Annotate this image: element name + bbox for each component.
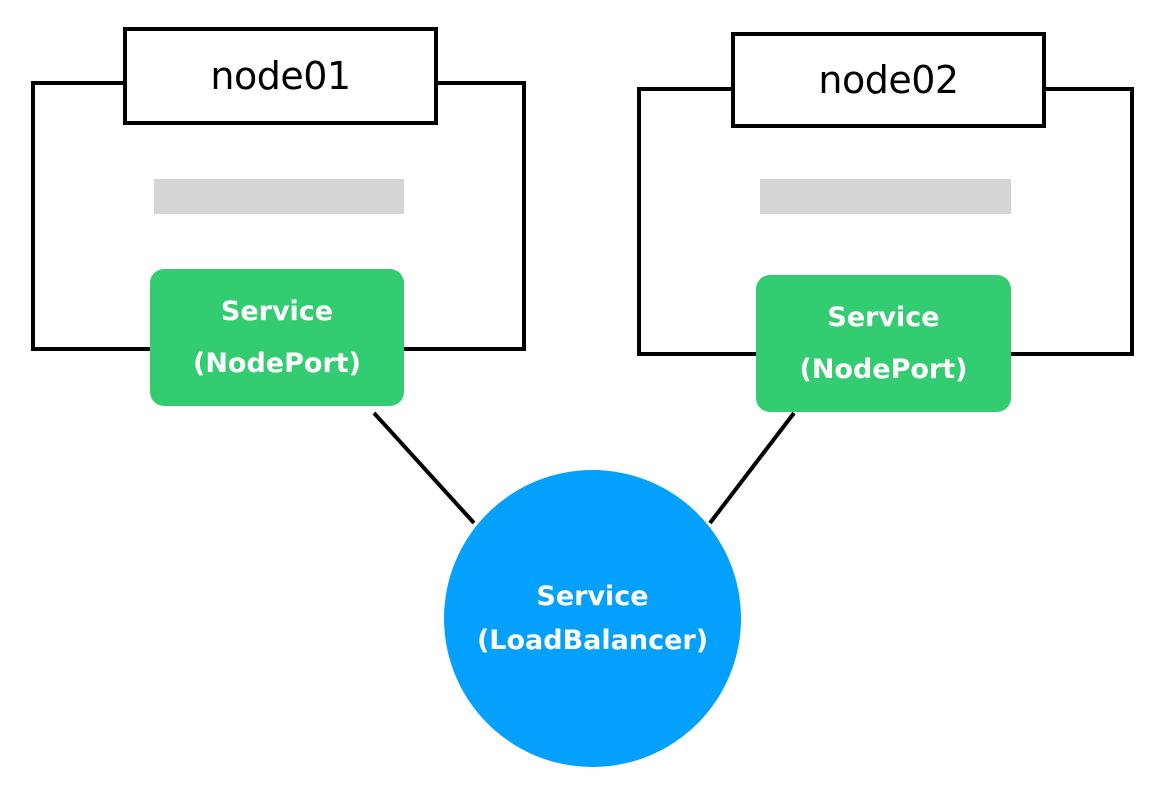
node02-service-title: Service (827, 301, 940, 333)
node01-nodeport-service: Service (NodePort) (150, 269, 404, 406)
node01-service-title: Service (220, 295, 334, 327)
loadbalancer-service-type: (LoadBalancer) (476, 624, 709, 656)
node01-label: node01 (123, 27, 438, 125)
node01-placeholder-bar (154, 179, 404, 214)
node02-service-type: (NodePort) (799, 353, 968, 385)
node02-nodeport-service: Service (NodePort) (756, 275, 1011, 412)
connector-node01-to-loadbalancer (372, 411, 476, 525)
loadbalancer-service-title: Service (536, 580, 649, 612)
node02-label: node02 (731, 32, 1046, 128)
node01-service-type: (NodePort) (192, 347, 362, 379)
node02-placeholder-bar (760, 179, 1011, 214)
loadbalancer-service: Service (LoadBalancer) (444, 470, 741, 767)
connector-node02-to-loadbalancer (708, 411, 796, 525)
